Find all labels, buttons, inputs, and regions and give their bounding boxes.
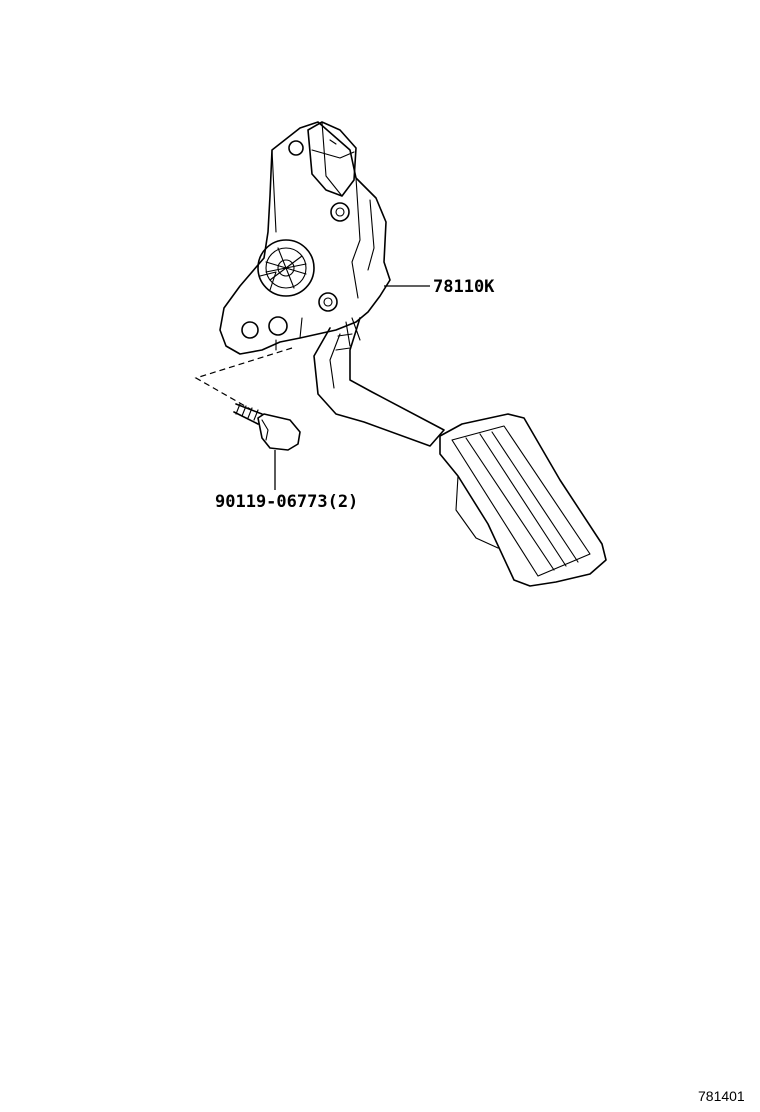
- upper-mount-boss: [330, 202, 350, 222]
- lower-mount-boss: [318, 292, 338, 312]
- mounting-bolt[interactable]: [233, 403, 301, 451]
- position-sensor: [257, 239, 315, 297]
- upper-boss: [288, 140, 304, 156]
- pedal-bracket: [219, 121, 391, 355]
- install-path-line: [194, 347, 293, 411]
- diagram-reference-number: 781401: [698, 1088, 745, 1104]
- lower-mount-boss-hole: [323, 297, 333, 307]
- upper-mount-boss-hole: [335, 207, 345, 217]
- callout-pedal-assembly[interactable]: 78110K: [433, 277, 495, 297]
- pedal-arm: [313, 317, 445, 447]
- sensor-connector: [307, 121, 357, 197]
- bracket-boss: [268, 316, 288, 336]
- bracket-hole: [241, 321, 259, 339]
- accelerator-pedal-assembly[interactable]: [219, 121, 607, 587]
- callout-bolt[interactable]: 90119-06773(2): [215, 492, 358, 512]
- pedal-pad: [439, 413, 607, 587]
